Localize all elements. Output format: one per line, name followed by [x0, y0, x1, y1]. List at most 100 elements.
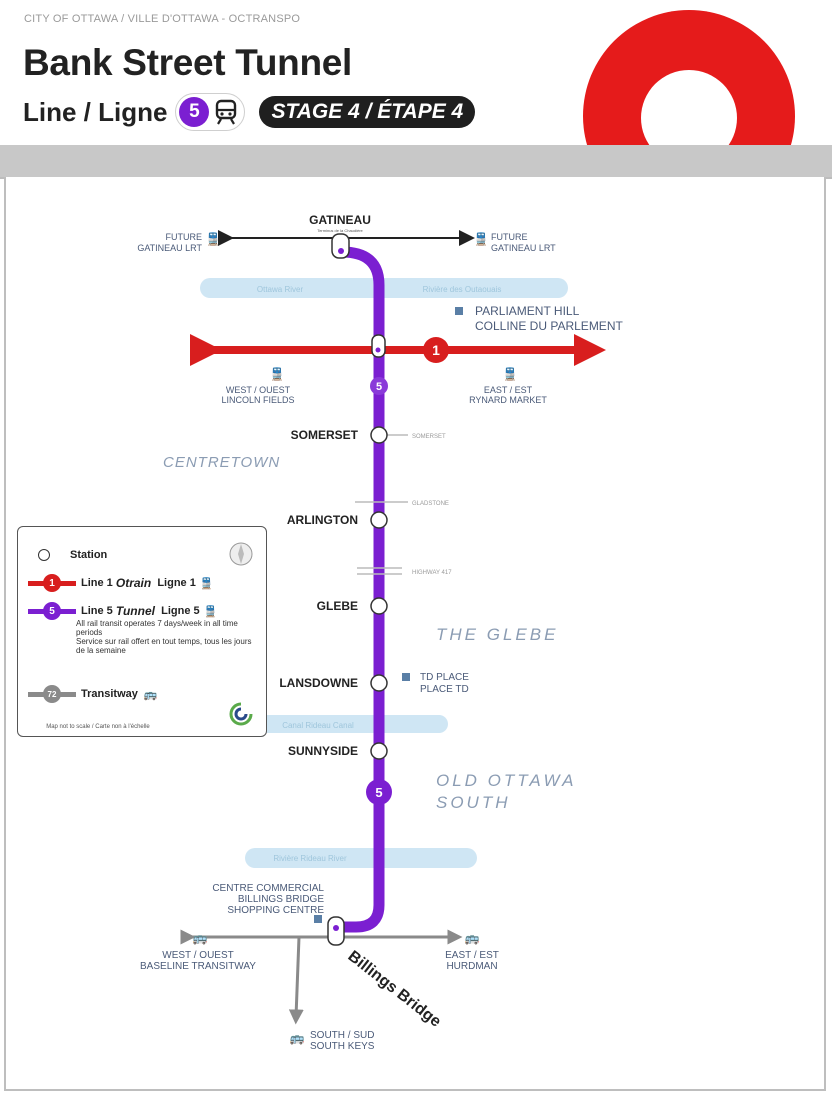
line-label: Line / Ligne [23, 96, 168, 127]
line1-swatch-number: 1 [43, 574, 61, 592]
line-row: Line / Ligne 5 STAGE 4 / ÉTAPE 4 [23, 92, 476, 132]
station-sunnyside[interactable]: SUNNYSIDE [288, 742, 388, 760]
station-lansdowne[interactable]: LANSDOWNE [279, 674, 388, 692]
parliament-icon [455, 307, 463, 315]
gatineau-sublabel: Terminus de la Chaudière [317, 228, 363, 233]
oc-transpo-mini-logo [229, 702, 253, 726]
station-somerset[interactable]: SOMERSET [291, 426, 388, 444]
legend-station-row: Station [28, 549, 107, 561]
highway-417-label: HIGHWAY 417 [412, 570, 452, 576]
legend-desc-fr: Service sur rail offert en tout temps, t… [76, 637, 252, 655]
legend-description: All rail transit operates 7 days/week in… [76, 619, 256, 655]
legend-line5-fr: Ligne 5 [161, 605, 200, 617]
station-label: LANSDOWNE [279, 676, 358, 690]
river-label-en: Ottawa River [257, 285, 304, 294]
hurdman-label-2: HURDMAN [446, 961, 497, 972]
billings-bridge-station-dot [333, 925, 339, 931]
map-legend: Station 1 Line 1 Otrain Ligne 1 🚆 5 Line… [17, 526, 267, 737]
legend-line1-row: 1 Line 1 Otrain Ligne 1 🚆 [28, 574, 214, 592]
legend-line5-brand: Tunnel [115, 604, 155, 618]
station-arlington[interactable]: ARLINGTON [287, 511, 388, 529]
station-label: SOMERSET [291, 428, 359, 442]
rideau-river [245, 848, 477, 868]
bus-icon-west: 🚆 [270, 367, 285, 381]
billings-centre-1: CENTRE COMMERCIAL [212, 883, 324, 894]
legend-line1-label: Line 1 [81, 577, 113, 589]
transitway-swatch-number: 72 [43, 685, 61, 703]
line-1-badge-number: 1 [432, 342, 440, 358]
south-keys-label-1: SOUTH / SUD [310, 1030, 374, 1041]
future-left-1: FUTURE [166, 232, 203, 242]
line1-east-2: RYNARD MARKET [469, 395, 547, 405]
train-icon [216, 99, 237, 125]
legend-transitway-label: Transitway [81, 688, 138, 700]
old-ottawa-south-label-1: OLD OTTAWA [436, 771, 577, 790]
compass-icon [229, 542, 253, 566]
hurdman-label-1: EAST / EST [445, 950, 499, 961]
line-5-badge-bottom [366, 779, 392, 805]
station-glebe[interactable]: GLEBE [317, 597, 388, 615]
station-legend-dot [38, 549, 50, 561]
future-left-2: GATINEAU LRT [137, 243, 202, 253]
station-label: GLEBE [317, 599, 358, 613]
station-label: SUNNYSIDE [288, 744, 358, 758]
legend-line5-label: Line 5 [81, 605, 113, 617]
gatineau-station-dot [338, 248, 344, 254]
td-place-label-1: TD PLACE [420, 672, 469, 683]
line-1-badge [423, 337, 449, 363]
river-label-fr: Rivière des Outaouais [423, 285, 502, 294]
station-marker[interactable] [370, 597, 388, 615]
gladstone-label: GLADSTONE [412, 501, 449, 507]
line-5-badge-bottom-number: 5 [375, 785, 382, 800]
line1-west-1: WEST / OUEST [226, 385, 291, 395]
station-marker[interactable] [370, 674, 388, 692]
glebe-label: THE GLEBE [436, 625, 558, 644]
transitway-swatch: 72 [28, 685, 76, 703]
transfer-station-dot [375, 347, 381, 353]
train-icon: 🚆 [203, 605, 218, 618]
bus-icon-baseline: 🚌 [193, 931, 208, 945]
rideau-river-label: Rivière Rideau River [273, 854, 347, 863]
line1-swatch: 1 [28, 574, 76, 592]
line5-swatch-number: 5 [43, 602, 61, 620]
page-title: Bank Street Tunnel [23, 42, 353, 83]
transfer-station-marker[interactable] [371, 334, 386, 358]
legend-line5-row: 5 Line 5 Tunnel Ligne 5 🚆 [28, 602, 217, 620]
legend-station-label: Station [70, 549, 108, 561]
station-marker[interactable] [370, 511, 388, 529]
station-marker[interactable] [370, 426, 388, 444]
bus-icon-right: 🚆 [474, 232, 489, 246]
line-pill: 5 [175, 93, 246, 131]
line-5-route [329, 246, 385, 933]
legend-line1-fr: Ligne 1 [157, 577, 196, 589]
bus-icon-left: 🚆 [206, 232, 221, 246]
train-icon: 🚆 [199, 577, 214, 590]
bus-icon-south: 🚌 [290, 1031, 305, 1045]
baseline-label-1: WEST / OUEST [162, 950, 234, 961]
legend-transitway-row: 72 Transitway 🚌 [28, 685, 158, 703]
somerset-street-label: SOMERSET [412, 434, 446, 440]
td-place-label-2: PLACE TD [420, 684, 469, 695]
station-label: ARLINGTON [287, 513, 358, 527]
parliament-label-1: PARLIAMENT HILL [475, 304, 580, 318]
canal-label: Canal Rideau Canal [282, 721, 354, 730]
line-5-badge-top-number: 5 [376, 381, 382, 393]
td-place-icon [402, 673, 410, 681]
bus-icon: 🚌 [143, 688, 158, 701]
billings-centre-icon [314, 915, 322, 923]
legend-desc-en: All rail transit operates 7 days/week in… [76, 619, 238, 637]
legend-scale-note: Map not to scale / Carte non à l'échelle [46, 724, 150, 730]
gatineau-station-marker[interactable] [331, 233, 350, 259]
future-right-1: FUTURE [491, 232, 528, 242]
agency-label: CITY OF OTTAWA / VILLE D'OTTAWA - OCTRAN… [24, 13, 301, 25]
bus-icon-hurdman: 🚌 [465, 931, 480, 945]
gatineau-label: GATINEAU [309, 213, 371, 227]
line1-east-1: EAST / EST [484, 385, 533, 395]
stage-badge: STAGE 4 / ÉTAPE 4 [259, 96, 476, 128]
legend-line1-brand: Otrain [115, 576, 152, 590]
south-keys-label-2: SOUTH KEYS [310, 1041, 375, 1052]
line-5-badge-top [370, 377, 388, 395]
station-marker[interactable] [370, 742, 388, 760]
future-right-2: GATINEAU LRT [491, 243, 556, 253]
